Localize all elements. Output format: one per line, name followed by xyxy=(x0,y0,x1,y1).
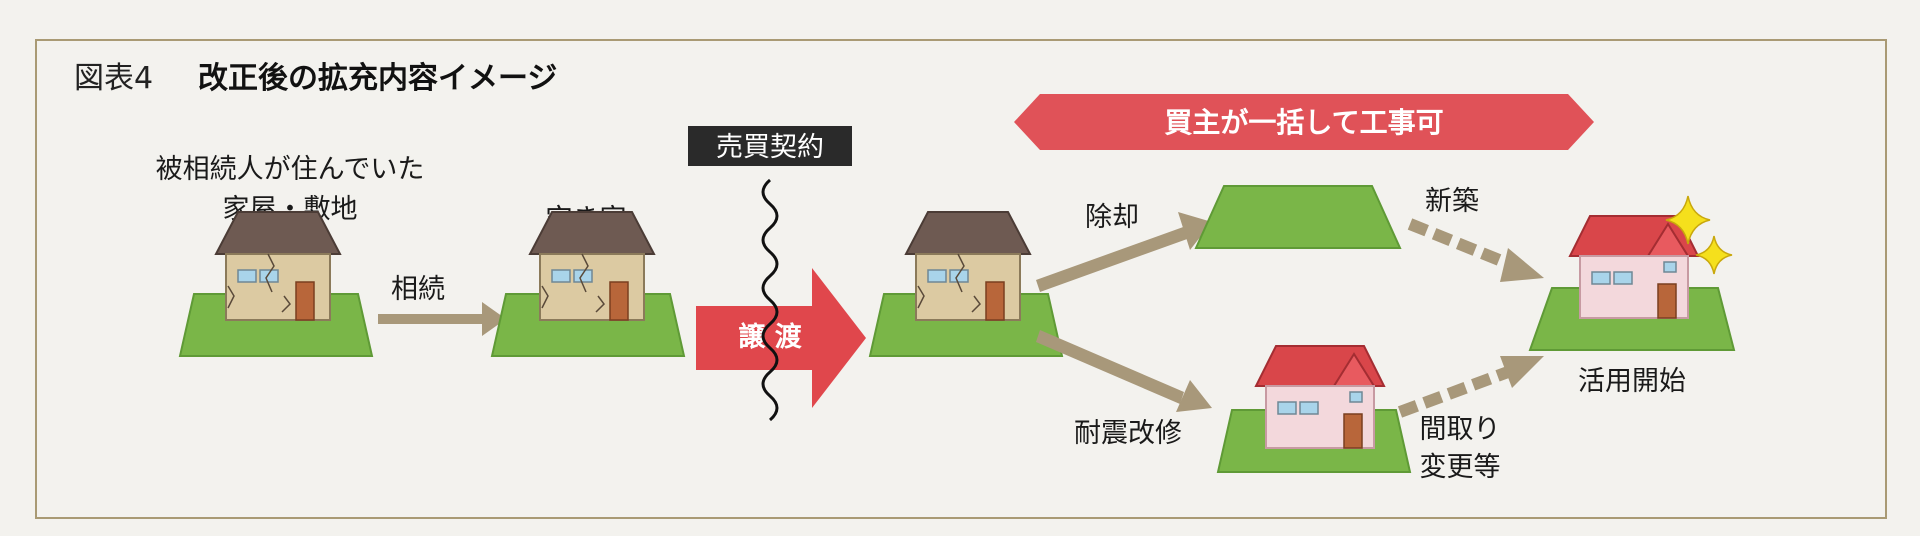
figure-title: 改正後の拡充内容イメージ xyxy=(198,61,557,96)
layout-change-label-line1: 間取り xyxy=(1420,414,1501,445)
old-house-icon xyxy=(215,211,341,321)
seismic-label: 耐震改修 xyxy=(1074,418,1182,449)
seismic-arrow xyxy=(1036,330,1212,412)
start-use-label: 活用開始 xyxy=(1578,366,1686,397)
buyer-banner xyxy=(1014,94,1594,150)
old-house-icon xyxy=(529,211,655,321)
original-house-label-line1: 被相続人が住んでいた xyxy=(156,154,425,185)
transfer-arrow xyxy=(696,268,866,408)
contract-box xyxy=(688,126,852,166)
buyer-banner-label: 買主が一括して工事可 xyxy=(1164,106,1443,139)
new-house-icon xyxy=(1255,345,1385,449)
wavy-line-icon xyxy=(761,178,779,422)
new-build-arrow xyxy=(1407,218,1544,282)
vacant-lot-icon xyxy=(1194,185,1402,249)
inherit-label: 相続 xyxy=(391,274,445,305)
layout-change-arrow xyxy=(1397,356,1544,418)
inherit-arrow xyxy=(378,302,506,336)
sparkle-icon xyxy=(1665,195,1711,245)
contract-label: 売買契約 xyxy=(716,132,824,163)
old-house-icon xyxy=(905,211,1031,321)
layout-change-label-line2: 変更等 xyxy=(1420,452,1501,483)
figure-number: 図表4 xyxy=(74,61,153,96)
new-house-icon xyxy=(1569,215,1699,319)
demolish-label: 除却 xyxy=(1085,202,1139,233)
demolish-arrow xyxy=(1036,212,1212,292)
new-build-label: 新築 xyxy=(1425,186,1479,217)
sparkle-icon xyxy=(1695,235,1733,275)
